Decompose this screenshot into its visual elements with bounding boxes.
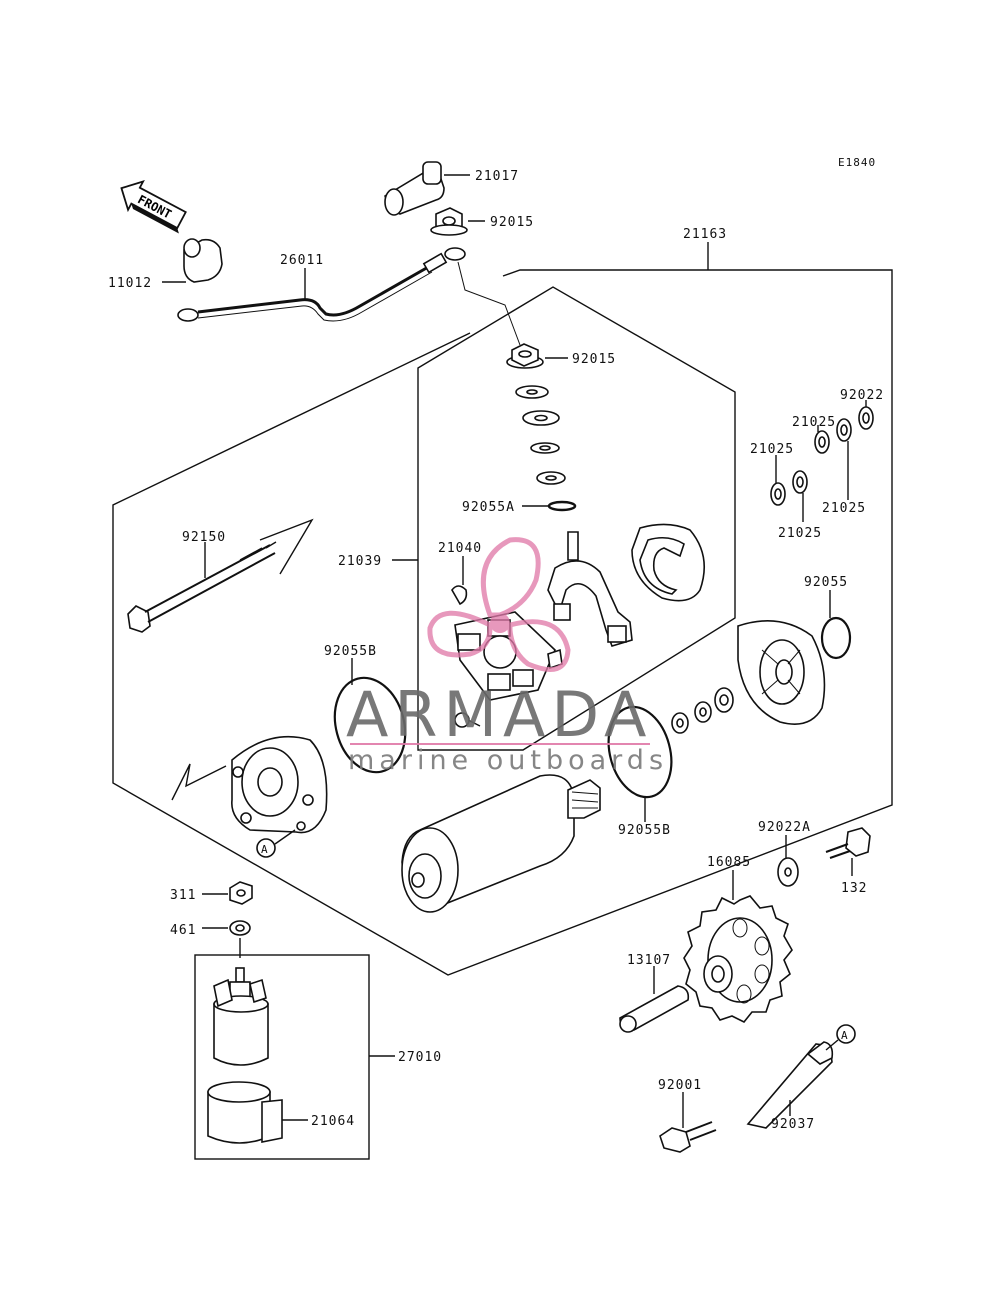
part-16085-gear	[683, 870, 793, 1024]
part-132-bolt	[825, 827, 871, 876]
assembly-outline-21163	[112, 269, 893, 976]
label-11012: 11012	[108, 276, 152, 291]
watermark-tagline: marine outboards	[348, 745, 668, 776]
part-washer-stack	[515, 385, 577, 512]
part-rear-end-cover	[737, 620, 826, 725]
label-92001: 92001	[658, 1078, 702, 1093]
label-311: 311	[170, 888, 196, 903]
label-92015-top: 92015	[490, 215, 534, 230]
label-132: 132	[841, 881, 867, 896]
label-92037: 92037	[771, 1117, 815, 1132]
part-21017-cap	[384, 161, 470, 216]
part-26011-cable	[177, 247, 466, 322]
assembly-outline-27010	[194, 954, 370, 1160]
label-13107: 13107	[627, 953, 671, 968]
part-92022A-washer	[777, 835, 799, 887]
label-92055A: 92055A	[462, 500, 515, 515]
label-461: 461	[170, 923, 196, 938]
label-21064: 21064	[311, 1114, 355, 1129]
label-16085: 16085	[707, 855, 751, 870]
part-front-end-cover	[171, 735, 328, 834]
part-92001-bolt	[659, 1092, 717, 1153]
part-21025-washers	[770, 400, 874, 522]
part-11012-boot	[162, 238, 223, 283]
label-92055B-right: 92055B	[618, 823, 671, 838]
label-21025-a: 21025	[792, 415, 836, 430]
part-shaft-washers	[671, 687, 734, 734]
label-21039: 21039	[338, 554, 382, 569]
label-92150: 92150	[182, 530, 226, 545]
watermark-brand: ARMADA	[346, 678, 652, 751]
part-end-cover-ring	[631, 523, 706, 602]
part-461-lock-washer	[202, 920, 251, 936]
label-21163: 21163	[683, 227, 727, 242]
label-21025-d: 21025	[778, 526, 822, 541]
part-starter-motor-yoke	[401, 774, 601, 913]
part-92150-through-bolt	[127, 518, 314, 633]
diagram-code: E1840	[838, 156, 876, 169]
part-311-nut	[202, 881, 253, 905]
label-92055: 92055	[804, 575, 848, 590]
part-92055B-o-ring-left	[333, 658, 407, 774]
label-21017: 21017	[475, 169, 519, 184]
connection-line	[457, 261, 521, 346]
part-92055B-o-ring-right	[607, 705, 673, 822]
label-21025-b: 21025	[750, 442, 794, 457]
label-92022A: 92022A	[758, 820, 811, 835]
front-arrow-icon: FRONT	[120, 180, 187, 234]
part-13107-shaft	[619, 966, 690, 1033]
propeller-logo-icon	[427, 537, 571, 673]
label-21025-c: 21025	[822, 501, 866, 516]
svg-text:A: A	[261, 843, 269, 856]
label-92022: 92022	[840, 388, 884, 403]
part-92015-nut-top	[430, 207, 485, 236]
label-92055B-left: 92055B	[324, 644, 377, 659]
svg-text:A: A	[841, 1029, 849, 1042]
assembly-outline-21039	[417, 286, 736, 751]
label-21040: 21040	[438, 541, 482, 556]
part-92055-o-ring	[820, 590, 852, 660]
part-92015-nut-mid	[506, 343, 568, 369]
label-27010: 27010	[398, 1050, 442, 1065]
label-92015-mid: 92015	[572, 352, 616, 367]
part-27010-starter-relay	[213, 967, 395, 1066]
part-21064-relay-cover	[207, 1081, 308, 1144]
label-26011: 26011	[280, 253, 324, 268]
part-brush-plate	[547, 531, 633, 647]
part-92037-bracket	[746, 1041, 834, 1129]
armada-watermark: ARMADA marine outboards	[346, 537, 668, 776]
callout-a-right: A	[825, 1024, 856, 1051]
callout-a-left: A	[256, 829, 296, 858]
